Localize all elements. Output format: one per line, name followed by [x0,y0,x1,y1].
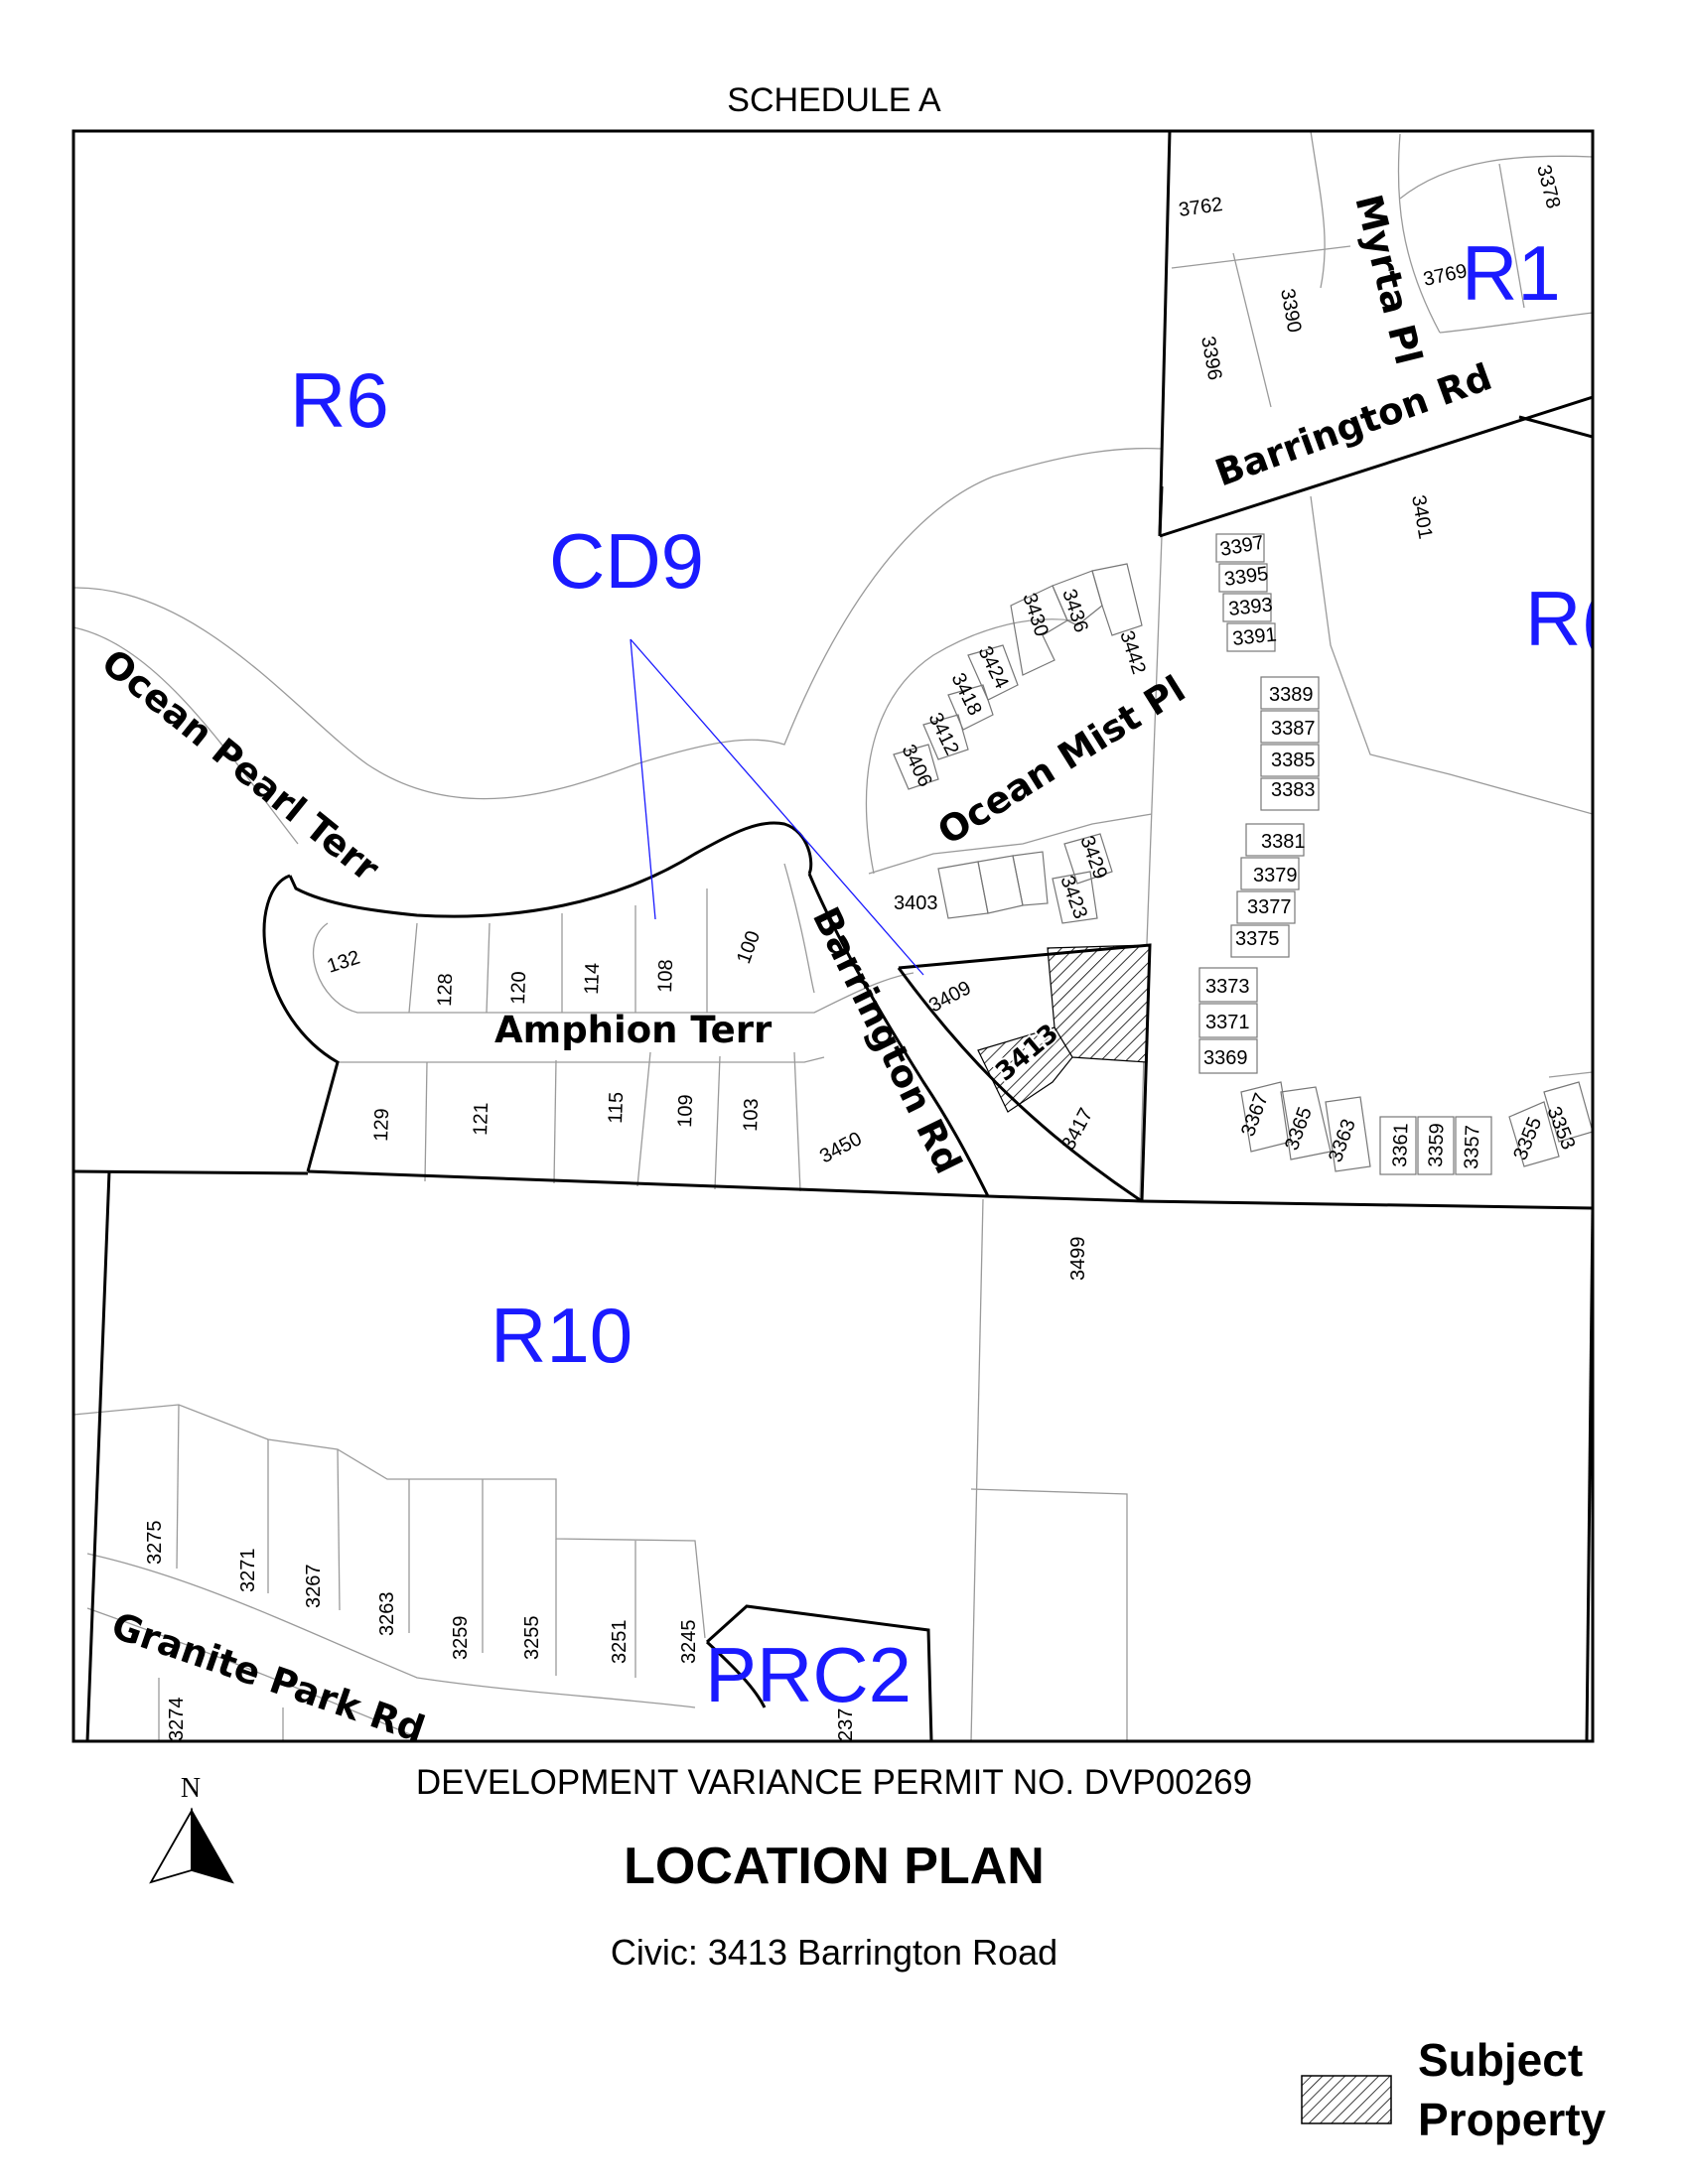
lot-number: 3245 [678,1620,700,1665]
lot-number: 3409 [925,977,975,1017]
lot-number: 3259 [450,1616,472,1661]
lot-number: 3396 [1196,335,1225,382]
lot-number: 3359 [1425,1123,1449,1167]
lot-number: 3379 [1253,865,1298,887]
location-map[interactable]: Ocean Pearl Terr Amphion Terr Barrington… [0,0,1688,1747]
lot-number: 3361 [1389,1123,1413,1167]
cd9-leader-lines [630,638,924,976]
lot-number: 114 [581,963,604,996]
lot-number: 3375 [1235,928,1280,950]
lot-number: 3387 [1271,718,1316,740]
zone-r6: R6 [290,356,389,444]
lot-number: 3381 [1261,831,1306,853]
schedule-heading: SCHEDULE A [727,81,941,119]
lot-number: 3450 [816,1128,866,1167]
zone-r10: R10 [491,1292,633,1379]
lot-number: 128 [434,973,457,1007]
lot-number: 3395 [1223,563,1270,591]
lot-number: 3363 [1325,1116,1360,1164]
lot-number: 237 [835,1708,857,1741]
lot-number: 3353 [1542,1104,1579,1154]
lot-number: 3393 [1227,594,1274,620]
building-footprints [893,533,1593,1175]
lot-number: 3383 [1271,779,1316,801]
subject-property[interactable] [977,944,1151,1113]
lot-number: 108 [654,959,677,993]
lot-number: 103 [740,1098,763,1132]
lot-number: 3255 [521,1616,543,1661]
lot-number: 3251 [609,1620,631,1665]
lot-number: 3401 [1407,493,1436,541]
lot-number: 129 [370,1108,393,1142]
legend-label: Subject Property [1418,2030,1656,2149]
lot-number: 132 [325,947,363,978]
lot-number: 3391 [1231,623,1278,650]
lot-number: 3389 [1269,684,1314,706]
road-myrta-pl: Myrta Pl [1346,191,1430,369]
lot-number: 3377 [1247,896,1292,918]
parcel-lines [73,131,1593,1741]
lot-number: 109 [674,1094,697,1128]
lot-number: 3397 [1218,532,1266,561]
zone-r1: R1 [1462,229,1561,317]
permit-number: DEVELOPMENT VARIANCE PERMIT NO. DVP00269 [415,1763,1253,1802]
north-arrow: N [149,1773,234,1884]
lot-number: 3357 [1461,1125,1484,1169]
lot-number: 3355 [1509,1114,1546,1163]
lot-number: 3371 [1205,1012,1250,1033]
lot-number: 3275 [144,1521,166,1566]
lot-number: 3385 [1271,750,1316,771]
lot-number: 3369 [1203,1047,1248,1069]
lot-number: 3418 [947,670,986,720]
lot-number: 3267 [303,1565,325,1609]
road-ocean-pearl-terr: Ocean Pearl Terr [93,641,387,890]
lot-number: 121 [470,1102,492,1136]
road-barrington-rd-main: Barrington Rd [804,900,970,1180]
legend-property-text: Property [1418,2094,1607,2145]
lot-number: 3378 [1532,163,1564,211]
map-frame [71,129,1595,1743]
lot-number: 3499 [1067,1237,1089,1282]
lot-number: 3406 [898,742,936,791]
lot-number: 3274 [166,1698,188,1742]
lot-number: 3271 [237,1549,259,1593]
legend-subject-text: Subject [1418,2034,1584,2086]
lot-number: 3417 [1057,1105,1097,1155]
zone-prc2: PRC2 [705,1631,912,1718]
lot-number: 3403 [894,892,938,914]
zone-cd9: CD9 [549,517,704,605]
lot-number: 3373 [1205,976,1250,998]
lot-number: 3390 [1276,287,1305,335]
lot-number: 3263 [376,1592,398,1637]
civic-address: Civic: 3413 Barrington Road [610,1932,1058,1973]
road-amphion-terr: Amphion Terr [494,1009,773,1051]
lot-number: 3429 [1075,833,1111,882]
zone-labels: R6 CD9 R1 R( R10 PRC2 [290,229,1607,1718]
plan-title: LOCATION PLAN [624,1838,1045,1895]
lot-number: 100 [733,928,765,967]
legend-hatch-swatch [1301,2075,1392,2124]
zone-r-cut: R( [1525,575,1607,662]
lot-number: 115 [605,1092,628,1125]
lot-number: 3424 [974,643,1013,693]
north-arrow-label: N [181,1773,201,1804]
lot-number: 3762 [1178,194,1224,221]
lot-number: 120 [507,971,530,1005]
lot-number: 3442 [1115,628,1150,677]
zone-boundaries [73,131,1593,1741]
lot-number: 3430 [1018,591,1053,639]
